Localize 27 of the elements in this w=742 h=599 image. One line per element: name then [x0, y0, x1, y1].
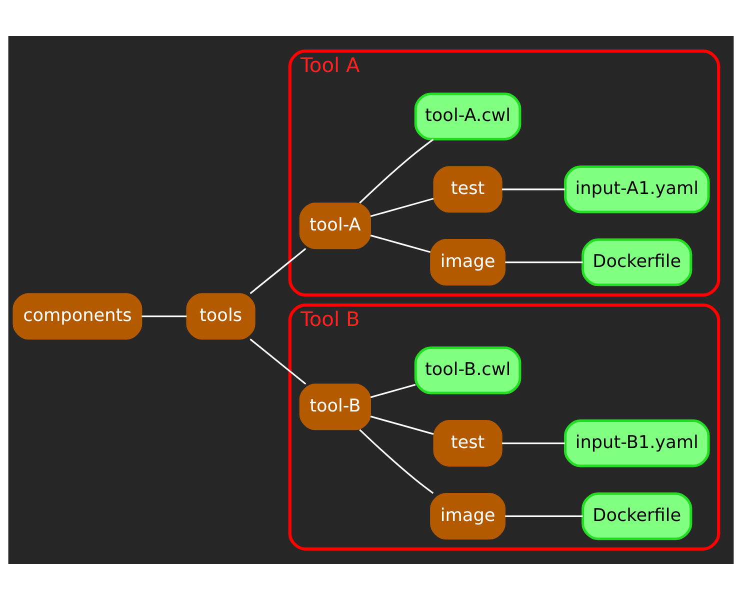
connector [370, 415, 434, 434]
node-box: Dockerfile [582, 492, 692, 540]
connector [370, 197, 434, 217]
node-box: Dockerfile [582, 238, 692, 286]
node-box: tool-B.cwl [414, 346, 522, 394]
connector [505, 260, 583, 263]
connector [370, 383, 416, 398]
connector [505, 514, 583, 517]
node-box: components [12, 292, 142, 340]
connector [359, 138, 434, 204]
connector [250, 248, 306, 294]
connector [502, 188, 565, 190]
connector [370, 234, 431, 252]
connector [250, 338, 306, 384]
node-box: test [433, 166, 502, 212]
node-box: tool-A.cwl [414, 92, 522, 140]
connector [359, 428, 434, 494]
node-box: test [433, 420, 502, 466]
connector [142, 315, 187, 317]
node-box: tool-B [299, 383, 371, 430]
connector [502, 442, 565, 444]
node-box: image [430, 492, 506, 539]
node-box: input-B1.yaml [564, 418, 710, 467]
node-box: image [430, 238, 506, 286]
node-box: input-A1.yaml [564, 164, 710, 213]
node-box: tools [186, 292, 256, 340]
node-box: tool-A [299, 202, 371, 249]
